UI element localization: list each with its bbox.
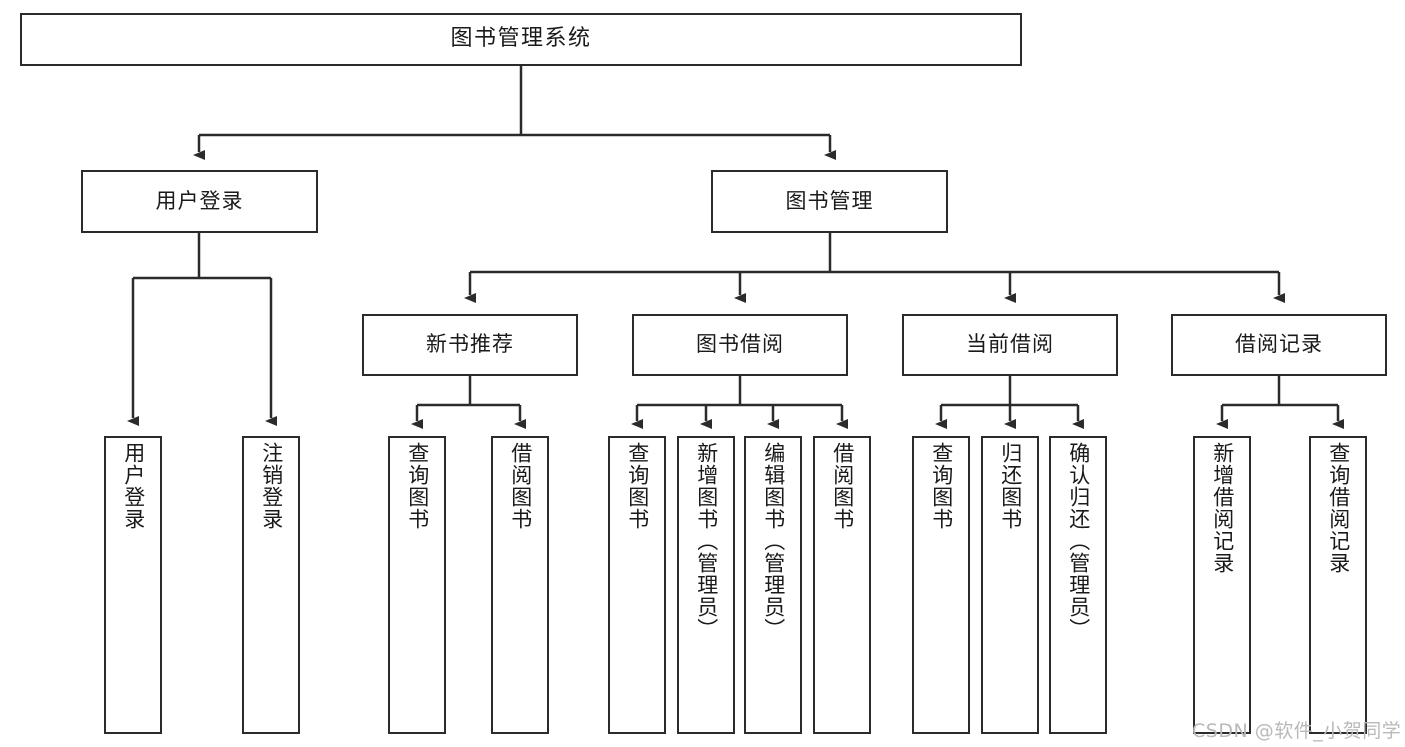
node-label: 查询图书 [405,442,430,530]
node-leaf-query-record[interactable]: 查询借阅记录 [1309,436,1367,734]
node-label: 图书管理系统 [450,26,592,52]
node-label: 查询借阅记录 [1326,442,1351,574]
node-book-manage[interactable]: 图书管理 [711,170,948,233]
node-label: 查询图书 [625,442,650,530]
node-label: 注销登录 [259,442,284,530]
node-leaf-add-book[interactable]: 新增图书（管理员） [677,436,735,734]
node-leaf-add-record[interactable]: 新增借阅记录 [1193,436,1251,734]
node-label: 新增图书（管理员） [694,442,719,640]
node-book-borrow[interactable]: 图书借阅 [632,314,848,376]
node-leaf-query-book-1[interactable]: 查询图书 [388,436,446,734]
node-leaf-confirm-return[interactable]: 确认归还（管理员） [1049,436,1107,734]
node-user-login[interactable]: 用户登录 [81,170,318,233]
node-leaf-borrow-book-2[interactable]: 借阅图书 [813,436,871,734]
node-label: 新书推荐 [426,332,514,357]
node-label: 借阅记录 [1235,332,1323,357]
node-label: 编辑图书（管理员） [761,442,786,640]
node-label: 用户登录 [121,442,146,530]
node-label: 借阅图书 [830,442,855,530]
node-leaf-query-book-3[interactable]: 查询图书 [912,436,970,734]
node-leaf-edit-book[interactable]: 编辑图书（管理员） [744,436,802,734]
node-label: 借阅图书 [508,442,533,530]
node-label: 用户登录 [155,188,244,213]
node-label: 图书借阅 [696,332,784,357]
node-label: 新增借阅记录 [1210,442,1235,574]
node-leaf-query-book-2[interactable]: 查询图书 [608,436,666,734]
node-label: 当前借阅 [966,332,1054,357]
node-leaf-borrow-book-1[interactable]: 借阅图书 [491,436,549,734]
node-borrow-record[interactable]: 借阅记录 [1171,314,1387,376]
node-root-book-management-system[interactable]: 图书管理系统 [20,13,1022,66]
node-label: 确认归还（管理员） [1066,442,1091,640]
node-label: 查询图书 [929,442,954,530]
csdn-watermark: CSDN @软件_小贺同学 [1192,720,1402,742]
node-new-book-recommend[interactable]: 新书推荐 [362,314,578,376]
node-leaf-user-login[interactable]: 用户登录 [104,436,162,734]
node-leaf-return-book[interactable]: 归还图书 [981,436,1039,734]
node-leaf-logout[interactable]: 注销登录 [242,436,300,734]
node-label: 图书管理 [785,188,874,213]
node-label: 归还图书 [998,442,1023,530]
node-current-borrow[interactable]: 当前借阅 [902,314,1118,376]
